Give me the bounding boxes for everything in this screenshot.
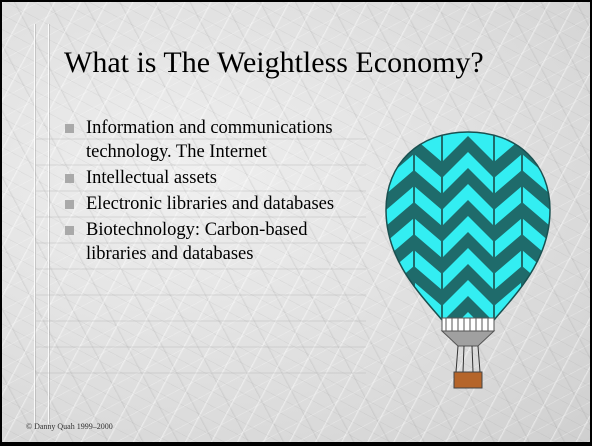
bullet-item: Electronic libraries and databases bbox=[64, 192, 354, 216]
square-bullet-icon bbox=[65, 200, 74, 209]
square-bullet-icon bbox=[65, 226, 74, 235]
balloon-basket bbox=[453, 371, 483, 389]
balloon-skirt bbox=[441, 317, 495, 332]
bullet-list: Information and communications technolog… bbox=[64, 116, 354, 268]
bullet-text: Biotechnology: Carbon-based libraries an… bbox=[86, 220, 308, 264]
hot-air-balloon-icon bbox=[385, 131, 551, 389]
slide-frame-line-inner bbox=[48, 24, 49, 424]
bullet-item: Information and communications technolog… bbox=[64, 116, 354, 164]
square-bullet-icon bbox=[65, 174, 74, 183]
slide-frame-line-left bbox=[34, 24, 35, 424]
balloon-burner bbox=[440, 330, 496, 347]
square-bullet-icon bbox=[65, 124, 74, 133]
bullet-item: Biotechnology: Carbon-based libraries an… bbox=[64, 218, 354, 266]
balloon-ropes bbox=[455, 345, 481, 373]
bullet-text: Electronic libraries and databases bbox=[86, 194, 335, 214]
bullet-text: Intellectual assets bbox=[86, 168, 217, 188]
slide: What is The Weightless Economy? Informat… bbox=[2, 2, 590, 442]
bullet-text: Information and communications technolog… bbox=[86, 118, 333, 162]
copyright-footer: © Danny Quah 1999–2000 bbox=[26, 422, 113, 431]
balloon-envelope bbox=[386, 132, 550, 320]
bullet-item: Intellectual assets bbox=[64, 166, 354, 190]
slide-title: What is The Weightless Economy? bbox=[64, 46, 484, 79]
ruled-lines-background bbox=[36, 114, 366, 384]
